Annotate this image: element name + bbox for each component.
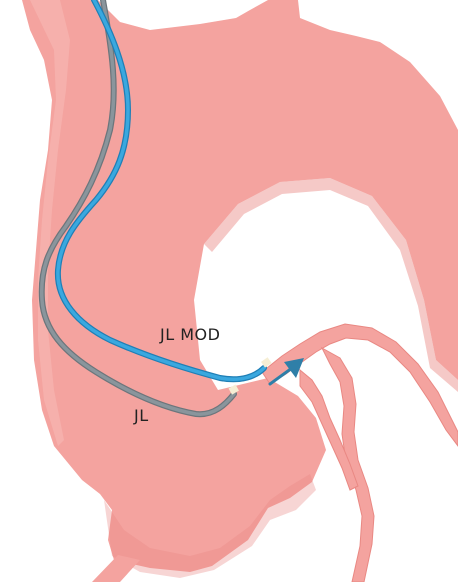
jl-label: JL xyxy=(133,406,149,425)
jl-mod-label: JL MOD xyxy=(159,325,220,344)
